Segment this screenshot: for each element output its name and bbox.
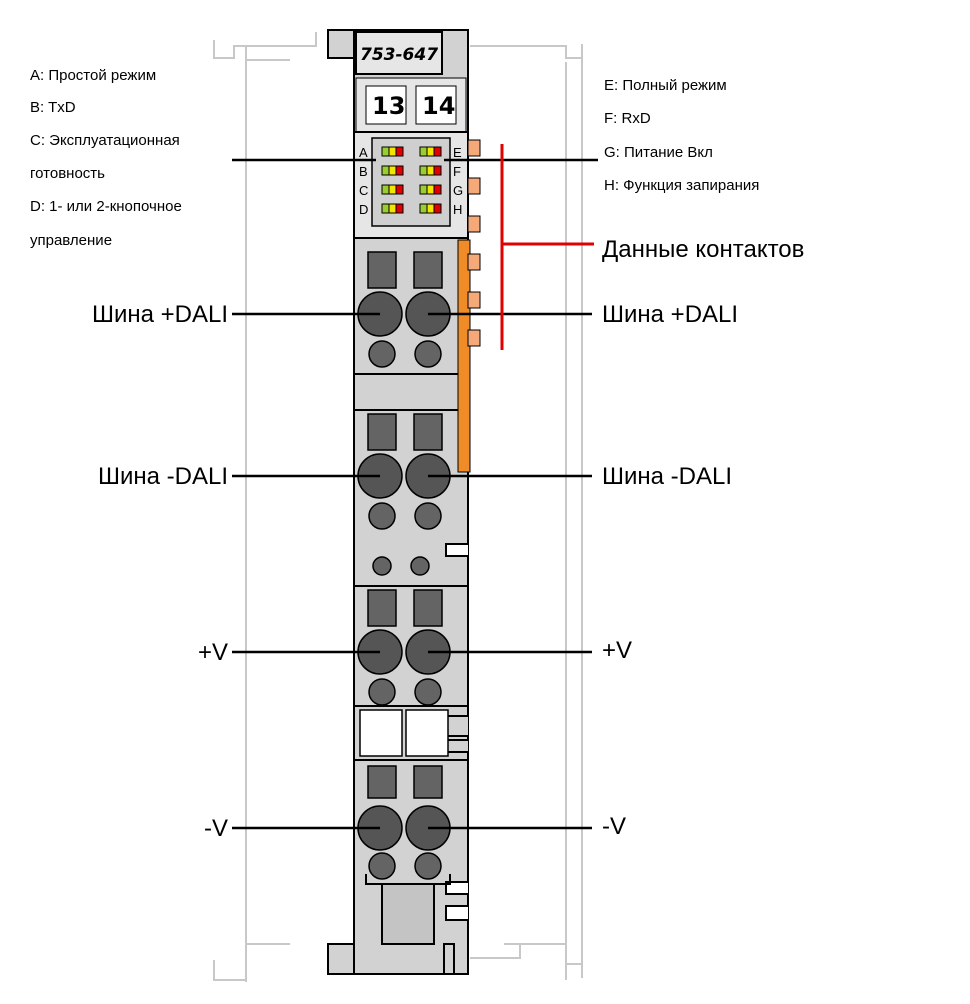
led-letter: E bbox=[453, 145, 462, 160]
terminal-small bbox=[414, 502, 442, 530]
led-letter: F bbox=[453, 164, 461, 179]
data-contacts bbox=[457, 139, 481, 473]
led-b bbox=[381, 165, 404, 176]
dali-minus-right-label: Шина -DALI bbox=[602, 463, 732, 490]
contact-4 bbox=[467, 253, 481, 271]
led-c bbox=[381, 184, 404, 195]
bottom-clip bbox=[327, 943, 355, 975]
dali-minus-left-label: Шина -DALI bbox=[98, 463, 228, 490]
release-slot bbox=[367, 413, 397, 451]
marker-tabs bbox=[359, 709, 449, 757]
top-clip bbox=[327, 29, 355, 59]
release-slot bbox=[413, 251, 443, 289]
legend-b: B: TxD bbox=[30, 99, 76, 116]
release-slot bbox=[413, 413, 443, 451]
legend-e: E: Полный режим bbox=[604, 77, 727, 94]
marker-tab-left bbox=[359, 709, 403, 757]
bottom-latch bbox=[381, 883, 435, 945]
led-letter: B bbox=[359, 164, 368, 179]
legend-c1: C: Эксплуатационная bbox=[30, 132, 180, 149]
legend-d1: D: 1- или 2-кнопочное bbox=[30, 198, 182, 215]
dali-plus-right-label: Шина +DALI bbox=[602, 301, 738, 328]
release-slot bbox=[367, 589, 397, 627]
test-point bbox=[372, 556, 392, 576]
led-letter: G bbox=[453, 183, 463, 198]
release-slot bbox=[413, 589, 443, 627]
data-contacts-label: Данные контактов bbox=[602, 236, 804, 263]
led-letter: C bbox=[359, 183, 368, 198]
legend-g: G: Питание Вкл bbox=[604, 144, 713, 161]
v-plus-right-label: +V bbox=[602, 637, 632, 664]
slot-box-left bbox=[365, 85, 407, 125]
terminal-small bbox=[368, 678, 396, 706]
marker-tab-right bbox=[405, 709, 449, 757]
contact-2 bbox=[467, 177, 481, 195]
terminal-small bbox=[414, 340, 442, 368]
legend-left: A: Простой режим B: TxD C: Эксплуатацион… bbox=[30, 67, 182, 249]
contact-5 bbox=[467, 291, 481, 309]
led-a bbox=[381, 146, 404, 157]
terminal-small bbox=[368, 852, 396, 880]
terminal-small bbox=[368, 340, 396, 368]
contact-6 bbox=[467, 329, 481, 347]
contact-3 bbox=[467, 215, 481, 233]
led-g bbox=[419, 184, 442, 195]
test-point bbox=[410, 556, 430, 576]
legend-d2: управление bbox=[30, 232, 112, 249]
slot-number-left: 13 bbox=[372, 92, 405, 120]
terminal-small bbox=[414, 678, 442, 706]
contact-strip bbox=[457, 239, 471, 473]
led-d bbox=[381, 203, 404, 214]
led-e bbox=[419, 146, 442, 157]
model-number: 753-647 bbox=[360, 45, 438, 65]
led-letters: A B C D E F G H bbox=[359, 145, 463, 217]
terminal-small bbox=[414, 852, 442, 880]
v-minus-left-label: -V bbox=[204, 815, 228, 842]
terminal-small bbox=[368, 502, 396, 530]
legend-h: H: Функция запирания bbox=[604, 177, 759, 194]
bottom-clip-right bbox=[443, 943, 455, 975]
legend-a: A: Простой режим bbox=[30, 67, 156, 84]
v-minus-right-label: -V bbox=[602, 813, 626, 840]
legend-right: E: Полный режим F: RxD G: Питание Вкл H:… bbox=[604, 77, 759, 194]
model-label-area bbox=[355, 31, 443, 75]
slot-number-right: 14 bbox=[422, 92, 455, 120]
release-slot bbox=[367, 251, 397, 289]
led-f bbox=[419, 165, 442, 176]
led-letter: D bbox=[359, 202, 368, 217]
contact-1 bbox=[467, 139, 481, 157]
dali-plus-left-label: Шина +DALI bbox=[92, 301, 228, 328]
v-plus-left-label: +V bbox=[198, 639, 228, 666]
led-h bbox=[419, 203, 442, 214]
slot-box-right bbox=[415, 85, 457, 125]
legend-f: F: RxD bbox=[604, 110, 651, 127]
data-contacts-bracket bbox=[500, 144, 594, 350]
legend-c2: готовность bbox=[30, 165, 105, 182]
led-letter: H bbox=[453, 202, 462, 217]
callout-lines bbox=[232, 158, 598, 830]
release-slot bbox=[367, 765, 397, 799]
release-slot bbox=[413, 765, 443, 799]
led-letter: A bbox=[359, 145, 368, 160]
leds bbox=[381, 146, 442, 214]
